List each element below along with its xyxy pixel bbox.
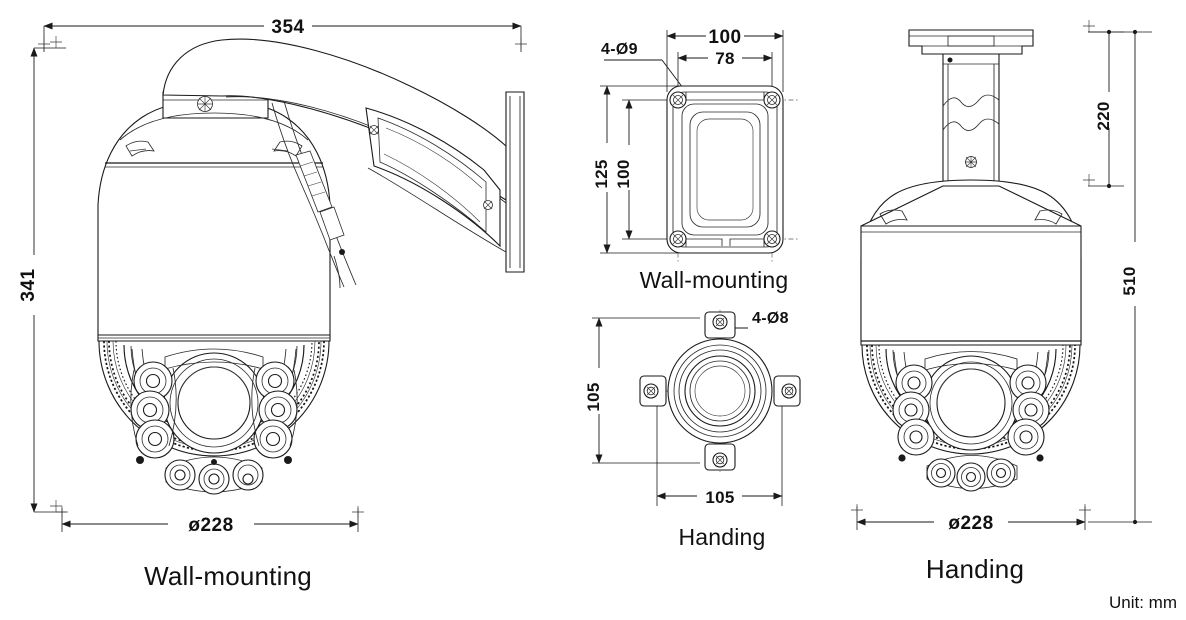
dimension-label-105-vertical: 105 xyxy=(584,382,603,411)
view-wall-mount-plate: 100 78 4-Ø9 125 xyxy=(592,27,800,293)
wall-plate-body xyxy=(666,85,784,254)
ir-led-group-bottom xyxy=(164,456,264,495)
dimension-label-105-horizontal: 105 xyxy=(705,488,734,507)
caption-wall-mount-plate: Wall-mounting xyxy=(640,267,789,293)
dimension-100-top: 100 xyxy=(666,27,784,92)
dimension-354: 354 xyxy=(38,17,527,52)
leader-label-4d8: 4-Ø8 xyxy=(752,310,789,327)
handing-plate-body xyxy=(639,311,801,471)
camera-body-handing xyxy=(860,179,1082,346)
view-handing-front: 220 510 ø228 Handing xyxy=(851,20,1152,584)
dimension-label-100-top: 100 xyxy=(708,27,741,48)
dimension-510: 510 xyxy=(1088,29,1152,525)
dimension-125: 125 xyxy=(592,85,686,254)
ir-led-group-right-right-view xyxy=(1007,364,1050,456)
dimension-228-left: ø228 xyxy=(56,506,364,536)
dimension-78: 78 xyxy=(677,49,773,92)
caption-wall-mounting-side: Wall-mounting xyxy=(144,561,312,591)
dimension-label-341: 341 xyxy=(18,268,39,301)
ceiling-mount-flange xyxy=(908,29,1034,55)
caption-handing-front: Handing xyxy=(926,554,1024,584)
dimension-228-right: ø228 xyxy=(851,504,1091,534)
ir-led-group-right xyxy=(251,361,298,459)
handing-mounting-holes xyxy=(643,314,797,468)
unit-note: Unit: mm xyxy=(1109,593,1177,612)
ir-dome-module-handing xyxy=(861,344,1081,492)
ir-led-group-bottom-right-view xyxy=(926,455,1018,492)
dimension-label-100-side: 100 xyxy=(614,159,633,188)
dimension-label-78: 78 xyxy=(715,49,735,68)
dimension-label-510: 510 xyxy=(1120,266,1139,295)
dimension-label-125: 125 xyxy=(592,159,611,188)
dimension-label-220: 220 xyxy=(1094,101,1113,130)
caption-handing-plate: Handing xyxy=(678,524,765,550)
dimension-105-vertical: 105 xyxy=(584,317,700,464)
dimension-105-horizontal: 105 xyxy=(656,398,783,507)
ir-led-group-left-right-view xyxy=(892,364,935,456)
ir-dome-module-wall xyxy=(98,340,330,495)
wall-mount-bracket-arm xyxy=(162,38,525,289)
dimension-label-354: 354 xyxy=(271,17,304,38)
camera-body-wall xyxy=(97,91,331,342)
pendant-tube xyxy=(942,53,1000,187)
dimension-label-228-left: ø228 xyxy=(188,515,233,536)
dimension-341: 341 xyxy=(18,36,66,513)
plate-mounting-holes xyxy=(669,91,781,248)
ir-led-group-left xyxy=(130,361,177,459)
view-handing-plate: 4-Ø8 105 105 xyxy=(584,310,801,550)
leader-label-4d9: 4-Ø9 xyxy=(601,41,638,58)
view-wall-mounting-side: 354 341 xyxy=(18,17,527,591)
dimension-label-228-right: ø228 xyxy=(948,513,993,534)
